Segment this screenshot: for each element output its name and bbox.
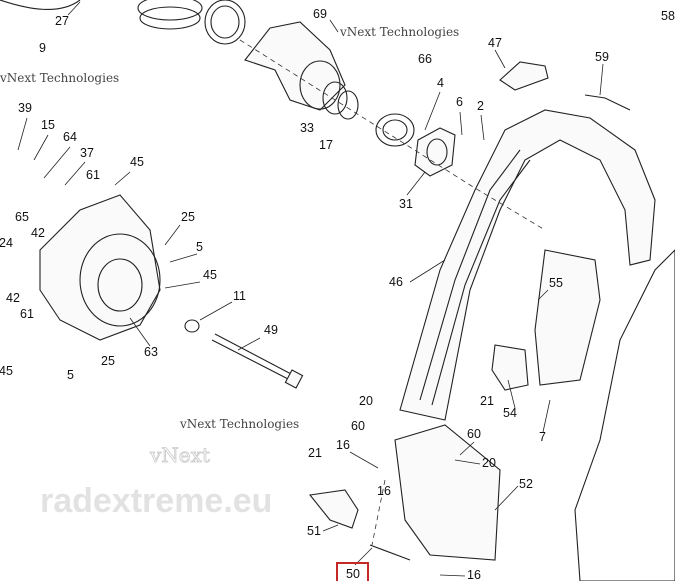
callout-label[interactable]: 24	[0, 236, 13, 250]
callout-label[interactable]: 20	[359, 394, 373, 408]
callout-label[interactable]: 55	[549, 276, 563, 290]
watermark-outline: vNext	[149, 443, 210, 467]
callout-label[interactable]: 45	[130, 155, 144, 169]
callout-label[interactable]: 33	[300, 121, 314, 135]
callout-label[interactable]: 42	[6, 291, 20, 305]
part-tunnel-frame	[399, 109, 656, 421]
callout-label[interactable]: 64	[63, 130, 77, 144]
callout-label[interactable]: 4	[437, 76, 444, 90]
watermark-text: vNext Technologies	[179, 417, 299, 431]
part-bolt-49	[211, 333, 304, 389]
callout-label[interactable]: 21	[308, 446, 322, 460]
part-bracket-55	[534, 249, 601, 386]
callout-label[interactable]: 58	[661, 9, 675, 23]
part-driveshaft-yoke	[244, 21, 359, 120]
callout-label[interactable]: 7	[539, 430, 546, 444]
callout-label[interactable]: 54	[503, 406, 517, 420]
callout-label[interactable]: 21	[480, 394, 494, 408]
highlight-box	[336, 562, 369, 581]
callout-label[interactable]: 37	[80, 146, 94, 160]
callout-label[interactable]: 42	[31, 226, 45, 240]
part-pump-housing	[39, 194, 161, 341]
callout-label[interactable]: 11	[233, 289, 246, 303]
callout-label[interactable]: 6	[456, 95, 463, 109]
callout-label[interactable]: 2	[477, 99, 484, 113]
callout-label[interactable]: 49	[264, 323, 278, 337]
callout-label[interactable]: 16	[467, 568, 481, 581]
callout-label[interactable]: 9	[39, 41, 46, 55]
callout-label[interactable]: 27	[55, 14, 69, 28]
callout-label[interactable]: 46	[389, 275, 403, 289]
part-27	[0, 0, 81, 10]
part-cover-52	[394, 424, 501, 561]
callout-label[interactable]: 61	[86, 168, 100, 182]
callout-label[interactable]: 52	[519, 477, 533, 491]
callout-label[interactable]: 65	[15, 210, 29, 224]
callout-label[interactable]: 47	[488, 36, 502, 50]
callout-label[interactable]: 16	[377, 484, 391, 498]
part-gasket-50	[369, 544, 411, 561]
callout-label[interactable]: 69	[313, 7, 327, 21]
callout-label[interactable]: 66	[418, 52, 432, 66]
leader-lines	[17, 1, 604, 577]
callout-label[interactable]: 59	[595, 50, 609, 64]
callout-label[interactable]: 39	[18, 101, 32, 115]
part-bracket-54	[491, 344, 529, 391]
callout-label[interactable]: 20	[482, 456, 496, 470]
callout-label[interactable]: 5	[196, 240, 203, 254]
callout-label[interactable]: 63	[144, 345, 158, 359]
watermark-text: vNext Technologies	[339, 25, 459, 39]
part-washer-11	[184, 319, 200, 333]
callout-label[interactable]: 31	[399, 197, 413, 211]
callout-label[interactable]: 5	[67, 368, 74, 382]
callout-label[interactable]: 61	[20, 307, 34, 321]
part-spring	[137, 0, 246, 45]
callout-label[interactable]: 16	[336, 438, 350, 452]
part-hull-section	[574, 249, 675, 581]
callout-label[interactable]: 15	[41, 118, 55, 132]
watermark-text: vNext Technologies	[0, 71, 119, 85]
callout-label[interactable]: 17	[319, 138, 333, 152]
part-plate-51	[308, 489, 359, 529]
callout-label[interactable]: 45	[0, 364, 13, 378]
callout-label[interactable]: 45	[203, 268, 217, 282]
site-watermark: radextreme.eu	[40, 482, 272, 520]
part-grommet	[499, 61, 549, 91]
callout-label-highlighted[interactable]: 50	[346, 567, 360, 581]
callout-label[interactable]: 25	[101, 354, 115, 368]
part-bearing-housing	[414, 127, 456, 177]
callout-label[interactable]: 60	[351, 419, 365, 433]
callout-label[interactable]: 51	[307, 524, 321, 538]
part-washer-ring	[375, 113, 415, 147]
part-seal-strip	[584, 94, 631, 111]
callout-label[interactable]: 60	[467, 427, 481, 441]
callout-label[interactable]: 25	[181, 210, 195, 224]
callouts: 27 9 69 58 47 59 66 4 6 2 39 15 64 37 33…	[0, 7, 675, 581]
